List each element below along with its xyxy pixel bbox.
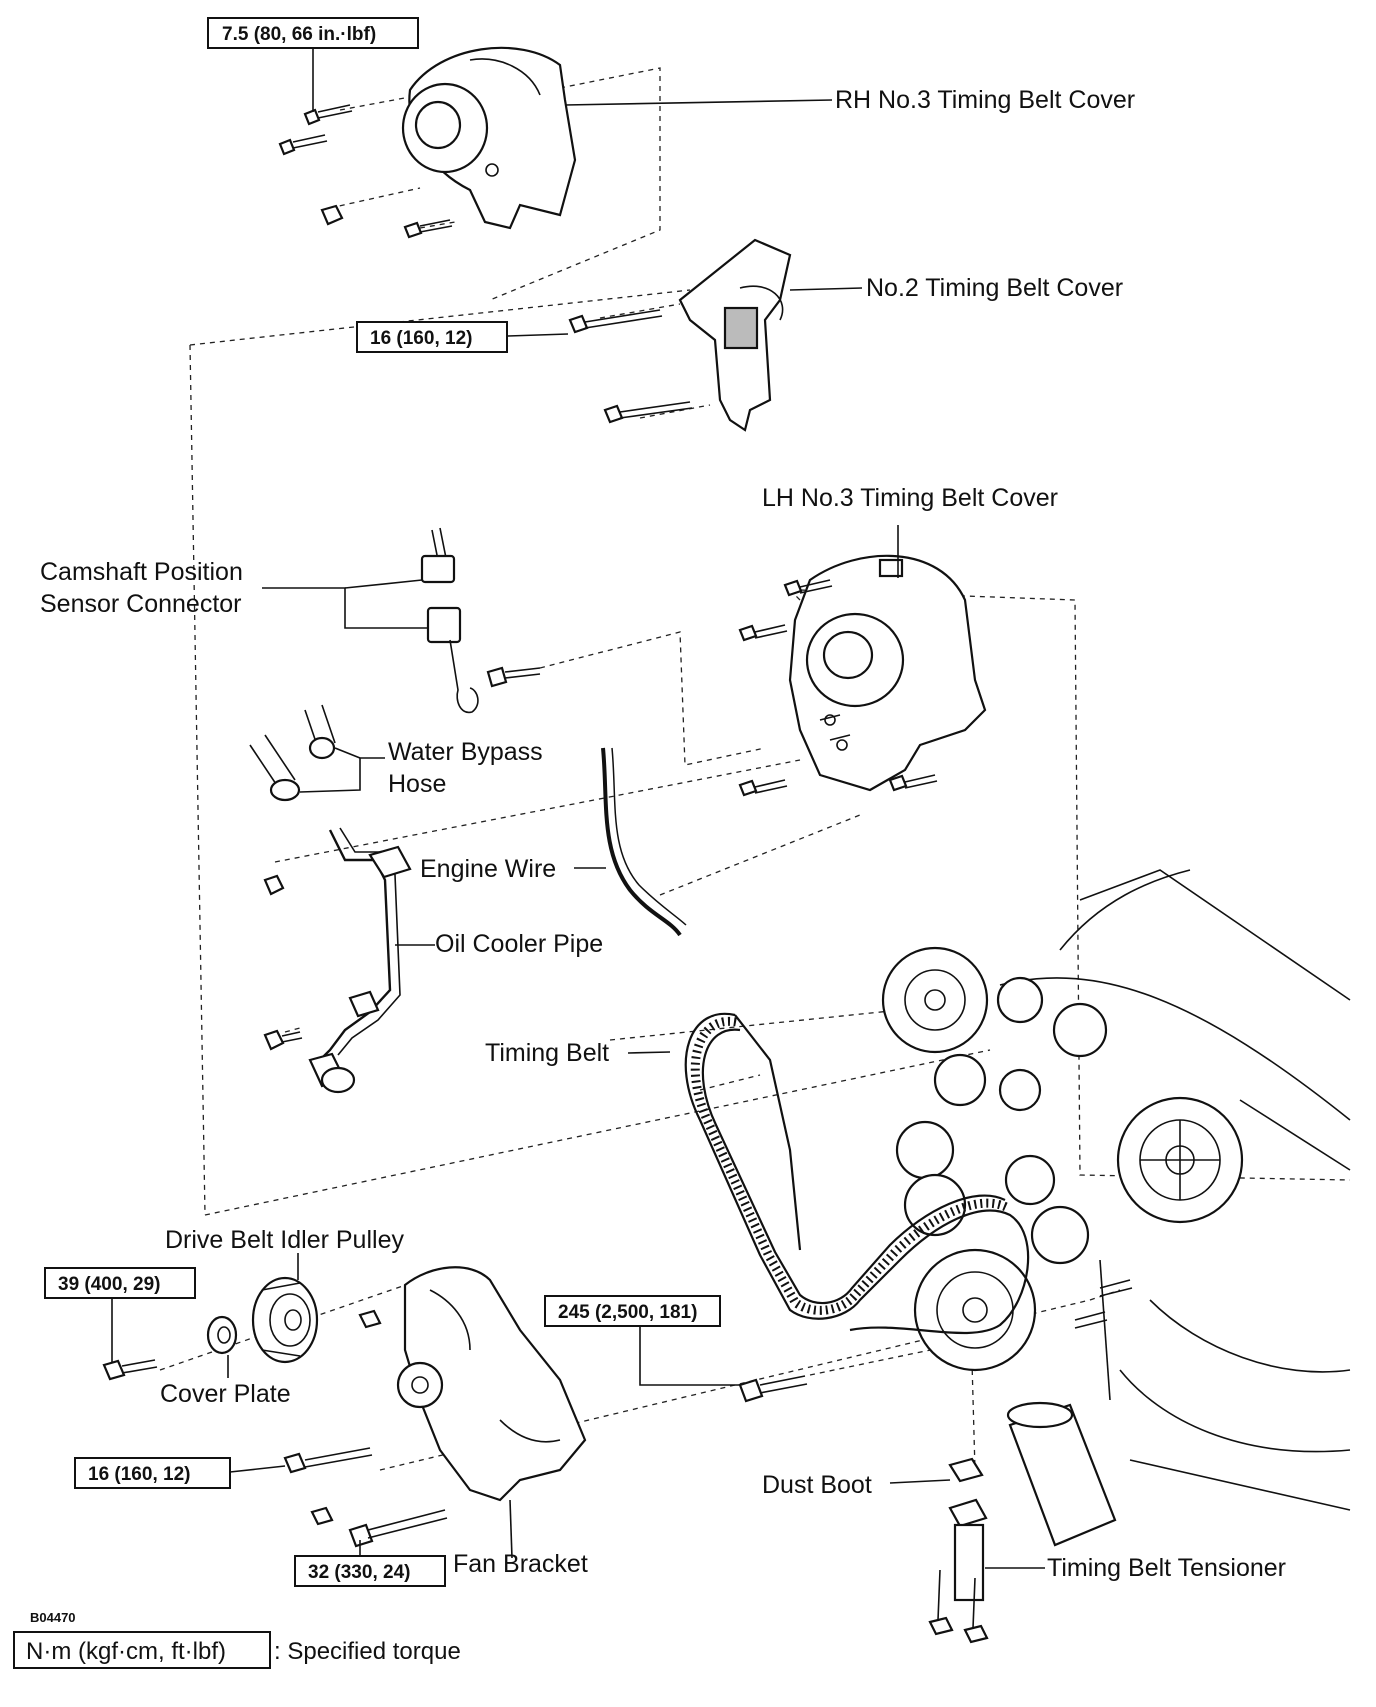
timing-belt-tensioner-drawing: [928, 1457, 989, 1644]
torque-crank-text: 245 (2,500, 181): [558, 1302, 697, 1323]
idler-pulley-group-drawing: [102, 1276, 319, 1381]
label-dust-boot: Dust Boot: [762, 1471, 872, 1499]
torque-rh-cover: 7.5 (80, 66 in.·lbf): [207, 17, 419, 49]
torque-crank: 245 (2,500, 181): [544, 1295, 721, 1327]
leader-lines: [111, 46, 1045, 1569]
label-no2-cover: No.2 Timing Belt Cover: [866, 274, 1123, 302]
torque-no2-cover-text: 16 (160, 12): [370, 328, 472, 349]
label-cover-plate: Cover Plate: [160, 1380, 291, 1408]
label-timing-belt: Timing Belt: [485, 1039, 609, 1067]
lh-no3-timing-belt-cover-drawing: [738, 554, 987, 797]
torque-fan-upper: 16 (160, 12): [74, 1457, 231, 1489]
label-oil-cooler-pipe: Oil Cooler Pipe: [435, 930, 603, 958]
label-drive-belt-idler: Drive Belt Idler Pulley: [165, 1226, 404, 1254]
legend-unit-box: N·m (kgf·cm, ft·lbf): [26, 1638, 226, 1665]
torque-fan-upper-text: 16 (160, 12): [88, 1464, 190, 1485]
oil-cooler-pipe-drawing: [263, 827, 412, 1094]
label-water-bypass-line2: Hose: [388, 770, 446, 798]
label-fan-bracket: Fan Bracket: [453, 1550, 588, 1578]
fan-bracket-drawing: [283, 1266, 808, 1548]
timing-belt-drawing: [684, 1012, 1030, 1335]
torque-idler-text: 39 (400, 29): [58, 1274, 160, 1295]
engine-block-drawing: [881, 869, 1351, 1547]
torque-fan-lower: 32 (330, 24): [294, 1555, 446, 1587]
label-engine-wire: Engine Wire: [420, 855, 556, 883]
torque-fan-lower-text: 32 (330, 24): [308, 1562, 410, 1583]
legend: N·m (kgf·cm, ft·lbf) : Specified torque: [13, 1631, 461, 1669]
camshaft-sensor-connector-drawing: [420, 527, 541, 714]
label-lh-cover: LH No.3 Timing Belt Cover: [762, 484, 1058, 512]
label-water-bypass-line1: Water Bypass: [388, 738, 543, 766]
torque-rh-cover-text: 7.5 (80, 66 in.·lbf): [222, 24, 376, 45]
legend-description: : Specified torque: [274, 1638, 461, 1665]
label-cam-sensor-line2: Sensor Connector: [40, 590, 242, 618]
rh-no3-timing-belt-cover-drawing: [278, 46, 577, 239]
water-bypass-hose-drawing: [249, 704, 336, 802]
label-cam-sensor-line1: Camshaft Position: [40, 558, 243, 586]
label-tensioner: Timing Belt Tensioner: [1047, 1554, 1286, 1582]
label-rh-cover: RH No.3 Timing Belt Cover: [835, 86, 1135, 114]
torque-idler: 39 (400, 29): [44, 1267, 196, 1299]
diagram-code: B04470: [30, 1610, 76, 1625]
no2-timing-belt-cover-drawing: [568, 238, 792, 432]
engine-wire-drawing: [601, 747, 687, 937]
torque-no2-cover: 16 (160, 12): [356, 321, 508, 353]
